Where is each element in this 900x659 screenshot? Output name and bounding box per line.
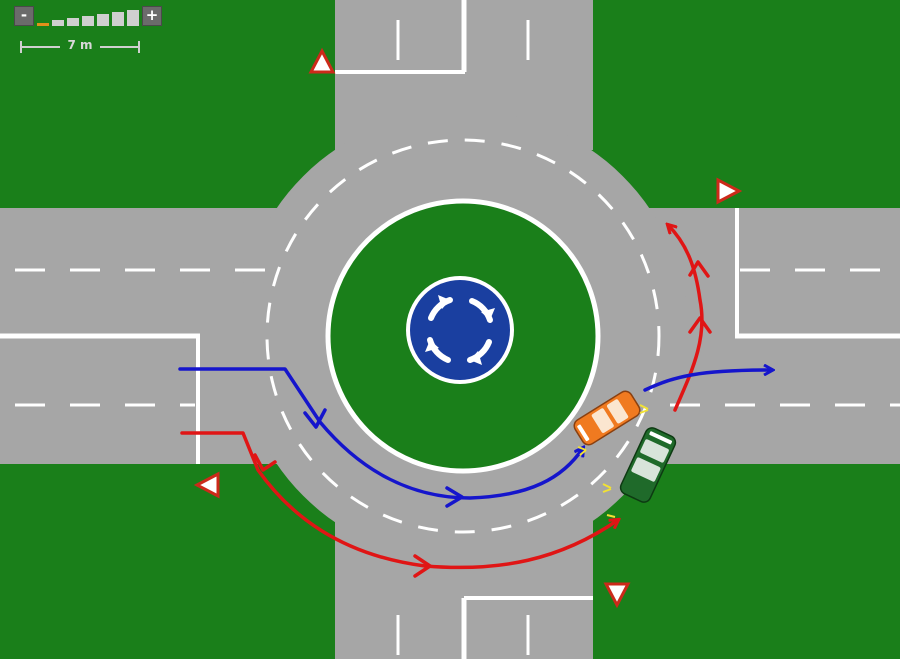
lane-divider-circle [265, 138, 661, 534]
blue-path-exit [643, 370, 772, 392]
scale-bar-tick-left [20, 41, 22, 53]
scale-bar-tick-right [138, 41, 140, 53]
red-path-entry [180, 431, 618, 570]
scale-bar-label: 7 m [60, 38, 100, 52]
red-path-chevron-4 [688, 260, 710, 278]
zoom-out-button[interactable]: - [14, 6, 34, 26]
give-way-sign-icon [193, 471, 220, 499]
orange-car-indicator [577, 404, 649, 456]
scale-bar: 7 m [20, 38, 140, 56]
green-car-indicator [602, 483, 616, 518]
green-car [619, 427, 677, 503]
red-path-chevron-1 [253, 453, 277, 472]
zoom-level-7[interactable] [127, 10, 139, 26]
give-way-sign-icon [716, 177, 743, 205]
blue-path-chevron-1 [303, 408, 327, 429]
zoom-level-4[interactable] [82, 16, 94, 26]
zoom-level-1[interactable] [37, 23, 49, 26]
roundabout-mandatory-sign-icon [406, 276, 514, 384]
blue-path-entry [178, 367, 583, 500]
zoom-level-3[interactable] [67, 18, 79, 26]
zoom-level-2[interactable] [52, 20, 64, 26]
red-path-chevron-3 [688, 316, 712, 334]
give-way-sign-icon [308, 47, 336, 74]
red-path-exit [668, 225, 704, 412]
blue-path-chevron-2 [445, 486, 464, 508]
zoom-in-button[interactable]: + [142, 6, 162, 26]
give-way-sign-icon [603, 582, 631, 609]
red-path-chevron-2 [413, 554, 432, 578]
zoom-level-5[interactable] [97, 14, 109, 26]
zoom-level-6[interactable] [112, 12, 124, 26]
zoom-control: - + [14, 4, 162, 26]
orange-car [573, 390, 641, 446]
